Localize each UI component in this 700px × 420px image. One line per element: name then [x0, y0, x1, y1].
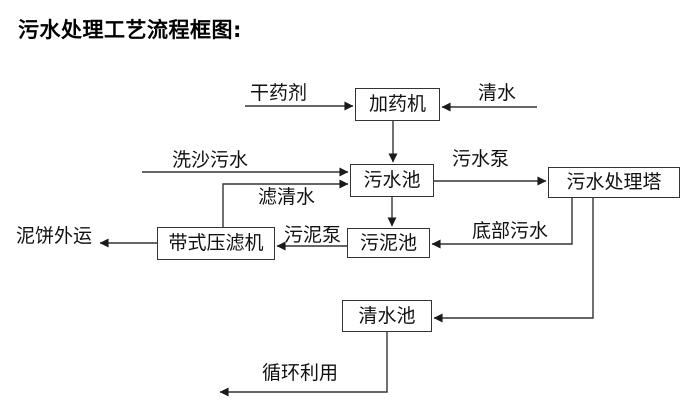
page-title: 污水处理工艺流程框图:: [18, 18, 242, 42]
flow-label-sludge-pump: 污泥泵: [284, 224, 342, 246]
flow-label-filtered-water: 滤清水: [258, 186, 316, 208]
flow-label-sewage-pump: 污水泵: [452, 148, 510, 170]
node-clean-water-pool: 清水池: [342, 300, 432, 332]
arrow-filtered-water-to-sewage-pool: [222, 179, 349, 227]
node-sewage-pool: 污水池: [350, 164, 434, 197]
arrow-clean-pool-to-recycling: [219, 332, 388, 397]
flow-label-clean-water: 清水: [478, 82, 517, 104]
arrow-tower-to-clean-water-pool: [433, 198, 594, 323]
node-belt-filter-press: 带式压滤机: [157, 227, 275, 260]
arrow-bottom-sewage-to-sludge-pool: [431, 198, 573, 249]
flow-label-bottom-sewage: 底部污水: [472, 220, 549, 242]
flow-label-sand-wash-sewage: 洗沙污水: [172, 149, 249, 171]
node-sludge-pool: 污泥池: [347, 228, 430, 258]
node-treatment-tower: 污水处理塔: [548, 167, 680, 198]
node-dosing-machine: 加药机: [355, 88, 440, 121]
flow-label-dry-chemical: 干药剂: [250, 82, 308, 104]
flow-label-recycling: 循环利用: [262, 362, 339, 384]
flow-label-mud-cake-outbound: 泥饼外运: [16, 225, 93, 247]
